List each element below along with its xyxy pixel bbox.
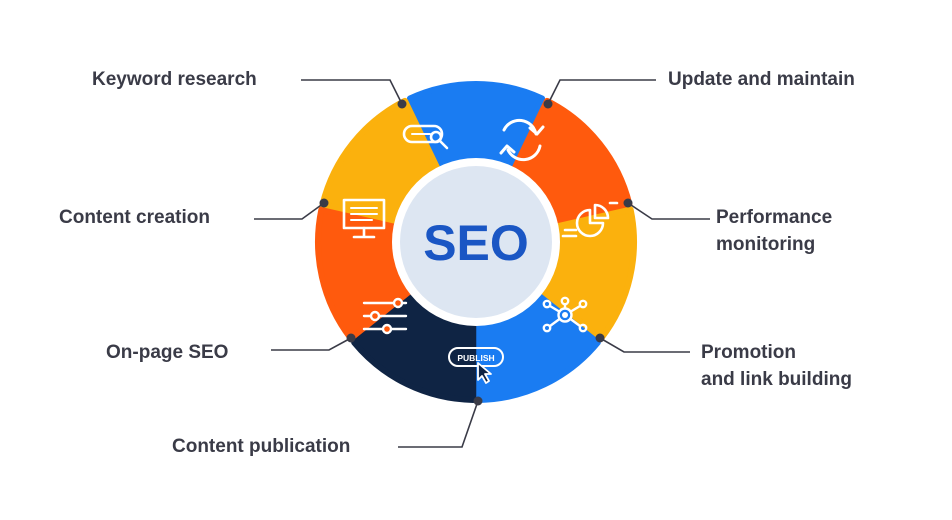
search-bar-icon — [402, 124, 449, 150]
monitor-icon — [342, 198, 386, 239]
connector-content-creation — [254, 202, 325, 220]
label-content-publication: Content publication — [172, 436, 351, 457]
connector-performance — [627, 202, 710, 220]
pie-chart-icon — [561, 201, 619, 238]
label-performance-monitoring: Performance monitoring — [716, 207, 833, 255]
label-promotion: Promotion and link building — [701, 342, 852, 390]
publish-icon: PUBLISH — [448, 347, 504, 384]
center-circle — [400, 166, 552, 318]
label-keyword-research: Keyword research — [92, 69, 257, 90]
connector-promotion — [599, 337, 690, 353]
connectors — [254, 79, 710, 448]
connector-update-maintain — [547, 79, 656, 105]
connector-dots — [319, 99, 633, 406]
label-on-page-seo: On-page SEO — [106, 342, 229, 363]
connector-content-publication — [398, 400, 479, 448]
network-icon — [542, 296, 588, 333]
refresh-icon — [499, 118, 545, 162]
label-update-maintain: Update and maintain — [668, 69, 855, 90]
sliders-icon — [362, 297, 408, 335]
connector-keyword-research — [301, 79, 403, 105]
center-seo-text: SEO — [423, 215, 529, 271]
connector-on-page-seo — [271, 337, 352, 351]
publish-icon-text: PUBLISH — [457, 353, 494, 363]
label-content-creation: Content creation — [59, 207, 210, 228]
